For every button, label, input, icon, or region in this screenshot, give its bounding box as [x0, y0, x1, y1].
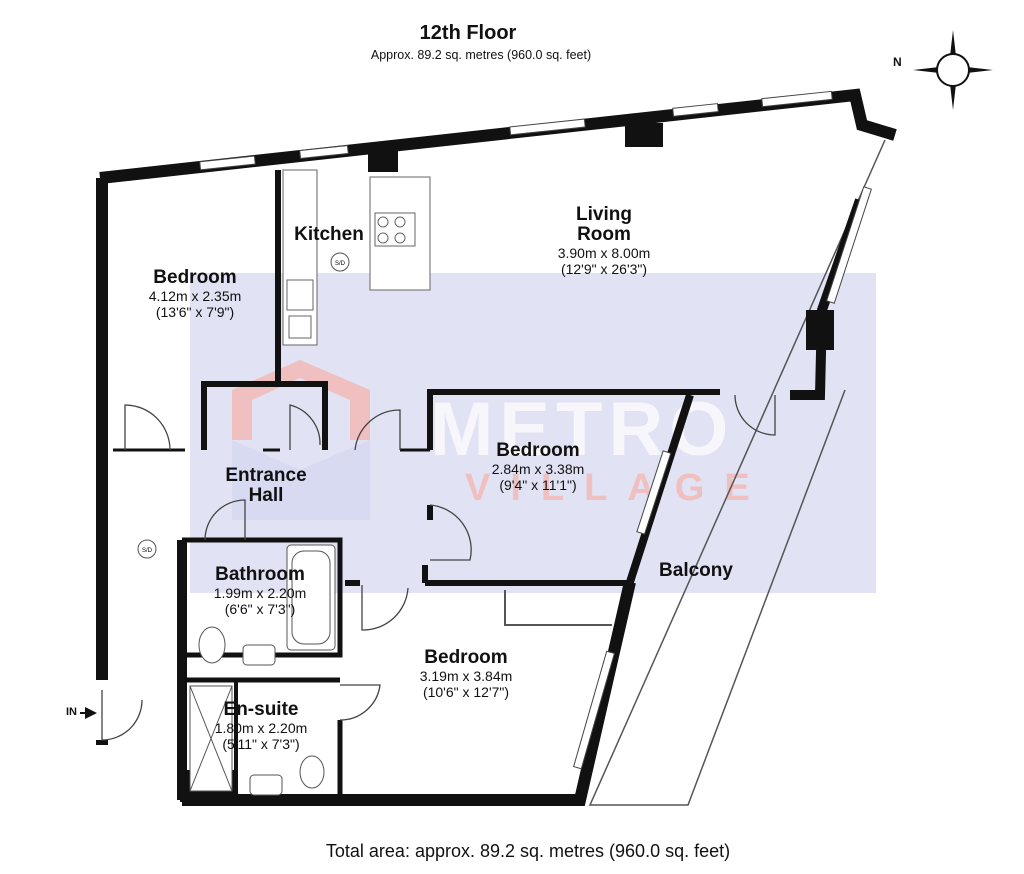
room-name: En-suite — [223, 699, 299, 720]
room-bathroom: Bathroom 1.99m x 2.20m (6'6" x 7'3") — [213, 564, 307, 618]
room-entrance-hall: Entrance Hall — [225, 466, 306, 506]
balcony-outline — [588, 139, 886, 806]
room-metric: 2.84m x 3.38m — [491, 461, 585, 477]
room-metric: 4.12m x 2.35m — [148, 288, 242, 304]
bathroom-fixtures — [189, 544, 336, 796]
interior-walls — [113, 170, 720, 800]
room-name: Room — [577, 224, 631, 245]
room-imperial: (5'11" x 7'3") — [222, 736, 300, 752]
room-imperial: (12'9" x 26'3") — [560, 261, 648, 277]
room-imperial: (6'6" x 7'3") — [224, 601, 296, 617]
room-balcony: Balcony — [659, 561, 733, 581]
room-metric: 1.80m x 2.20m — [214, 720, 308, 736]
room-bedroom-3: Bedroom 3.19m x 3.84m (10'6" x 12'7") — [419, 647, 513, 701]
room-imperial: (13'6" x 7'9") — [155, 304, 235, 320]
smoke-detector-label: S/D — [335, 261, 346, 267]
room-imperial: (9'4" x 11'1") — [499, 477, 577, 493]
room-bedroom-2: Bedroom 2.84m x 3.38m (9'4" x 11'1") — [491, 440, 585, 494]
entrance-label: IN — [66, 706, 77, 718]
watermark-line2: VILLAGE — [465, 467, 770, 509]
door-swings — [101, 394, 776, 741]
smoke-detectors: S/D S/D — [137, 252, 350, 559]
floor-title: 12th Floor — [419, 22, 517, 44]
compass-icon — [913, 30, 993, 110]
room-name: Living — [576, 204, 632, 225]
room-living: Living Room 3.90m x 8.00m (12'9" x 26'3"… — [557, 204, 651, 278]
room-bedroom-1: Bedroom 4.12m x 2.35m (13'6" x 7'9") — [148, 267, 242, 321]
room-name: Balcony — [659, 560, 733, 581]
room-name: Bathroom — [215, 564, 305, 585]
room-kitchen: Kitchen — [294, 225, 364, 245]
kitchen-units — [282, 169, 431, 346]
room-name: Hall — [248, 485, 284, 506]
smoke-detector-label: S/D — [142, 548, 153, 554]
compass-north-label: N — [893, 55, 902, 69]
room-name: Bedroom — [153, 267, 237, 288]
room-metric: 3.19m x 3.84m — [419, 668, 513, 684]
room-metric: 3.90m x 8.00m — [557, 245, 651, 261]
entrance-arrow-icon — [85, 707, 97, 719]
room-name: Bedroom — [424, 647, 508, 668]
total-area-footer: Total area: approx. 89.2 sq. metres (960… — [325, 841, 731, 861]
room-imperial: (10'6" x 12'7") — [422, 684, 510, 700]
floor-area-subtitle: Approx. 89.2 sq. metres (960.0 sq. feet) — [370, 48, 592, 62]
room-metric: 1.99m x 2.20m — [213, 585, 307, 601]
room-name: Bedroom — [496, 440, 580, 461]
windows — [199, 90, 872, 770]
room-ensuite: En-suite 1.80m x 2.20m (5'11" x 7'3") — [214, 699, 308, 753]
room-name: Kitchen — [294, 224, 364, 245]
room-name: Entrance — [225, 465, 307, 486]
